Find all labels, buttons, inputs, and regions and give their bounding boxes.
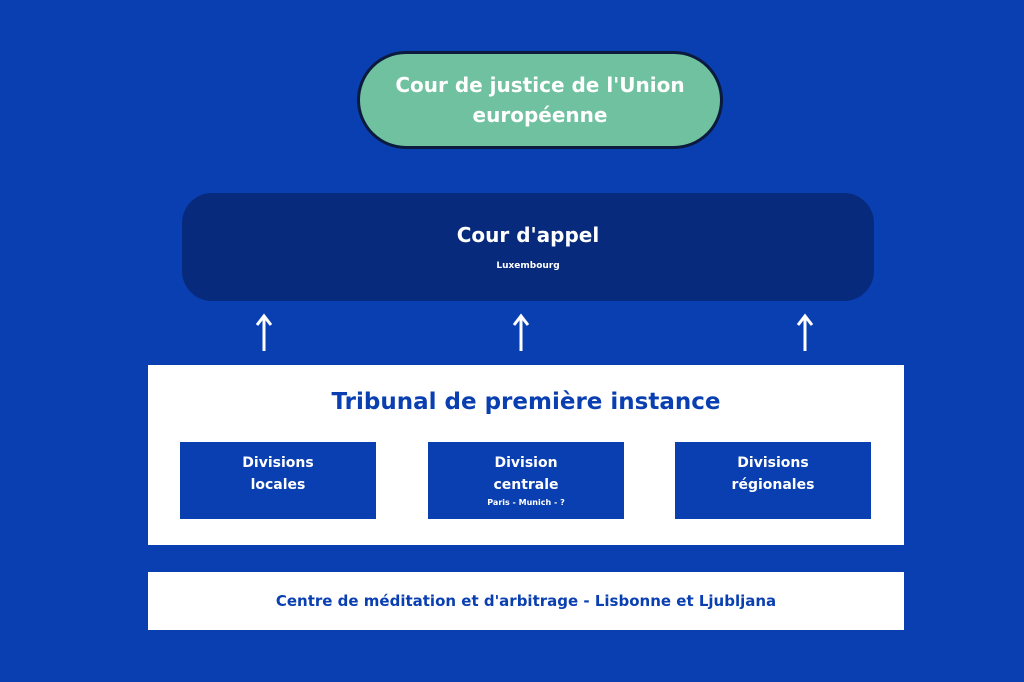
tribunal-node: Tribunal de première instance Divisions … [148, 365, 904, 545]
up-arrow-icon [255, 313, 273, 351]
division-regionales: Divisions régionales [675, 442, 871, 519]
centre-label: Centre de méditation et d'arbitrage - Li… [275, 592, 777, 610]
cjue-label: Cour de justice de l'Union européenne [395, 73, 685, 127]
cjue-node: Cour de justice de l'Union européenne [357, 51, 723, 149]
division-locales: Divisions locales [180, 442, 376, 519]
tribunal-title: Tribunal de première instance [331, 389, 721, 415]
division-centrale: Division centrale Paris - Munich - ? [428, 442, 624, 519]
centre-mediation-node: Centre de méditation et d'arbitrage - Li… [148, 572, 904, 630]
cour-appel-location: Luxembourg [496, 261, 560, 271]
division-centrale-locations: Paris - Munich - ? [487, 498, 565, 507]
division-label: Division centrale [493, 455, 559, 493]
cour-appel-node: Cour d'appel Luxembourg [182, 193, 874, 301]
up-arrow-icon [796, 313, 814, 351]
up-arrow-icon [512, 313, 530, 351]
division-label: Divisions régionales [731, 455, 815, 493]
cour-appel-title: Cour d'appel [456, 223, 600, 247]
division-label: Divisions locales [242, 455, 314, 493]
